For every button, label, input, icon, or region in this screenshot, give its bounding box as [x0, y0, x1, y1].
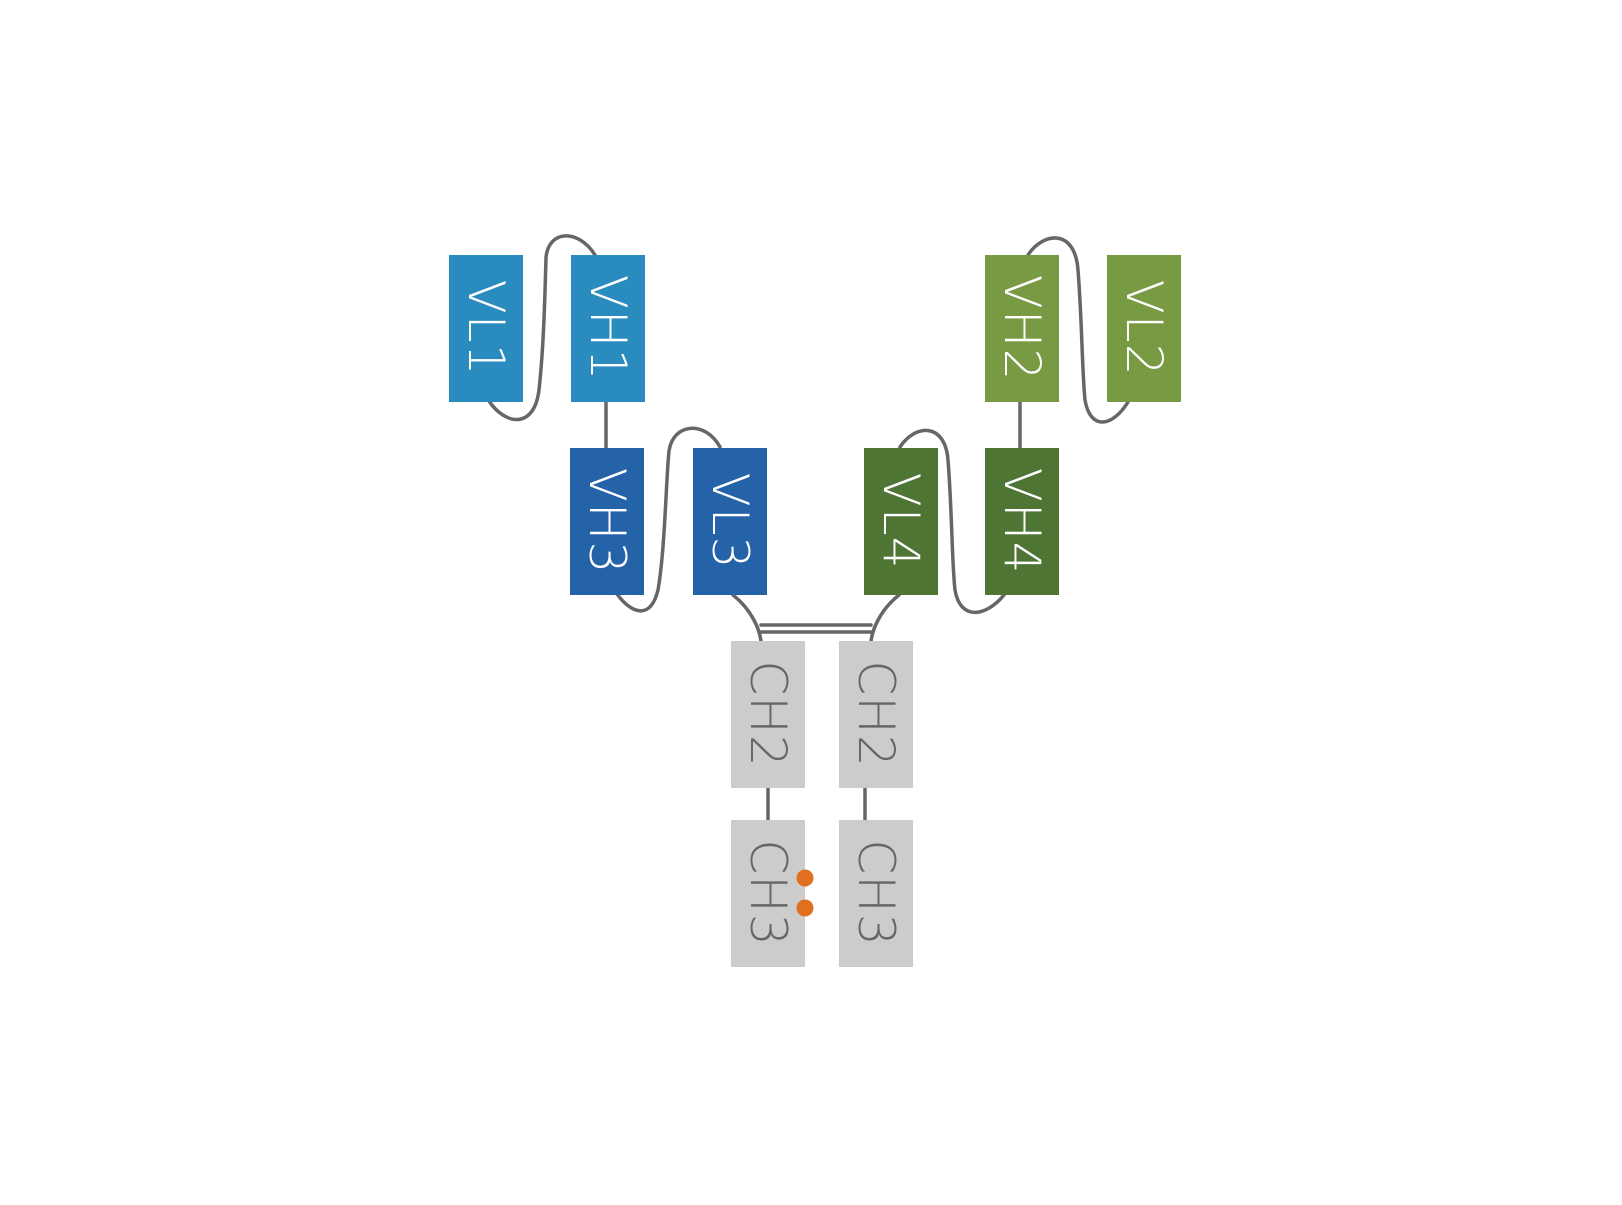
domain-vl4: VL4 — [864, 448, 938, 595]
linker-vh2-vl2 — [1026, 236, 1130, 424]
domain-vl1-box — [449, 255, 523, 402]
domain-vh2: VH2 — [985, 255, 1059, 402]
linker-vl1-vh1 — [487, 234, 597, 422]
knob-dot-lower — [796, 899, 814, 917]
domain-ch3-left: CH3 — [731, 820, 814, 967]
domain-ch3-left-box — [731, 820, 805, 967]
domain-vl1: VL1 — [449, 255, 523, 402]
domain-ch2-right-box — [839, 641, 913, 788]
domain-vh1: VH1 — [571, 255, 645, 402]
domain-ch2-left-label: CH2 — [739, 660, 797, 767]
domain-vh4-box — [985, 448, 1059, 595]
domain-vl3-box — [693, 448, 767, 595]
domain-ch3-right: CH3 — [839, 820, 913, 967]
domain-vl3-label: VL3 — [701, 473, 759, 570]
knob-dot-upper — [796, 869, 814, 887]
domain-vh3-label: VH3 — [578, 468, 636, 575]
domain-vh1-label: VH1 — [579, 275, 637, 382]
domain-vh4-label: VH4 — [993, 468, 1051, 575]
domain-vh1-box — [571, 255, 645, 402]
domain-ch3-right-box — [839, 820, 913, 967]
domain-vl1-label: VL1 — [457, 280, 515, 377]
domain-ch3-right-label: CH3 — [847, 839, 905, 946]
domain-vh2-box — [985, 255, 1059, 402]
domain-vl2-box — [1107, 255, 1181, 402]
domain-vh3-box — [570, 448, 644, 595]
domain-ch3-left-label: CH3 — [739, 839, 797, 946]
domain-vh2-label: VH2 — [993, 275, 1051, 382]
domain-ch2-right: CH2 — [839, 641, 913, 788]
domain-vl2: VL2 — [1107, 255, 1181, 402]
linker-vl4-vh4 — [898, 428, 1006, 615]
linker-vh3-vl3 — [615, 426, 722, 613]
domain-vl3: VL3 — [693, 448, 767, 595]
domain-vl4-label: VL4 — [872, 473, 930, 570]
domain-ch2-right-label: CH2 — [847, 660, 905, 767]
linker-vl3-ch2-left — [731, 593, 763, 644]
domains: VL1 VH1 VH3 VL3 VL4 VH4 VH2 VL2 — [449, 255, 1181, 967]
domain-vh4: VH4 — [985, 448, 1059, 595]
domain-ch2-left-box — [731, 641, 805, 788]
domain-vh3: VH3 — [570, 448, 644, 595]
linker-vl4-ch2-right — [869, 593, 901, 644]
linkers — [487, 234, 1130, 822]
domain-ch2-left: CH2 — [731, 641, 805, 788]
domain-vl4-box — [864, 448, 938, 595]
domain-vl2-label: VL2 — [1115, 280, 1173, 377]
